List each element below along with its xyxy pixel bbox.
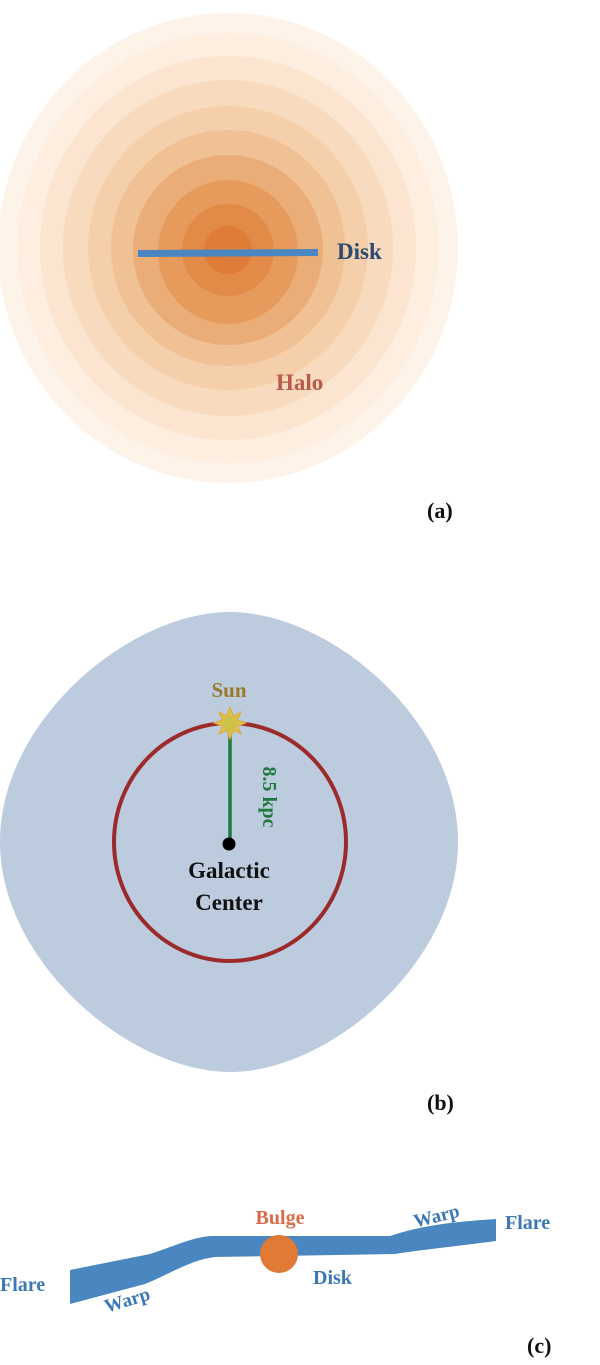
panel-b: Sun 8.5 kpc Galactic Center (b) — [0, 612, 458, 1115]
panel-c-label: (c) — [527, 1333, 551, 1358]
distance-label: 8.5 kpc — [258, 766, 280, 827]
flare-right-label: Flare — [505, 1212, 550, 1234]
panel-b-label: (b) — [427, 1090, 454, 1115]
sun-icon — [212, 705, 248, 741]
galactic-center-label-line2: Center — [195, 890, 263, 915]
panel-a: Disk Halo (a) — [0, 13, 458, 523]
disk-label: Disk — [337, 239, 382, 264]
warped-disk — [70, 1219, 496, 1304]
galactic-center-label-line1: Galactic — [188, 858, 270, 883]
halo-label: Halo — [276, 370, 323, 395]
bulge-label: Bulge — [256, 1207, 305, 1229]
flare-left-label: Flare — [0, 1274, 45, 1296]
panel-a-label: (a) — [427, 498, 453, 523]
galactic-center-dot — [222, 837, 236, 851]
bulge-icon — [260, 1235, 298, 1273]
panel-c: Bulge Disk Warp Warp Flare Flare (c) — [0, 1201, 551, 1358]
disk-label-c: Disk — [313, 1267, 353, 1289]
galactic-disk — [138, 249, 318, 257]
sun-label: Sun — [211, 678, 246, 702]
halo-rings — [0, 13, 458, 483]
